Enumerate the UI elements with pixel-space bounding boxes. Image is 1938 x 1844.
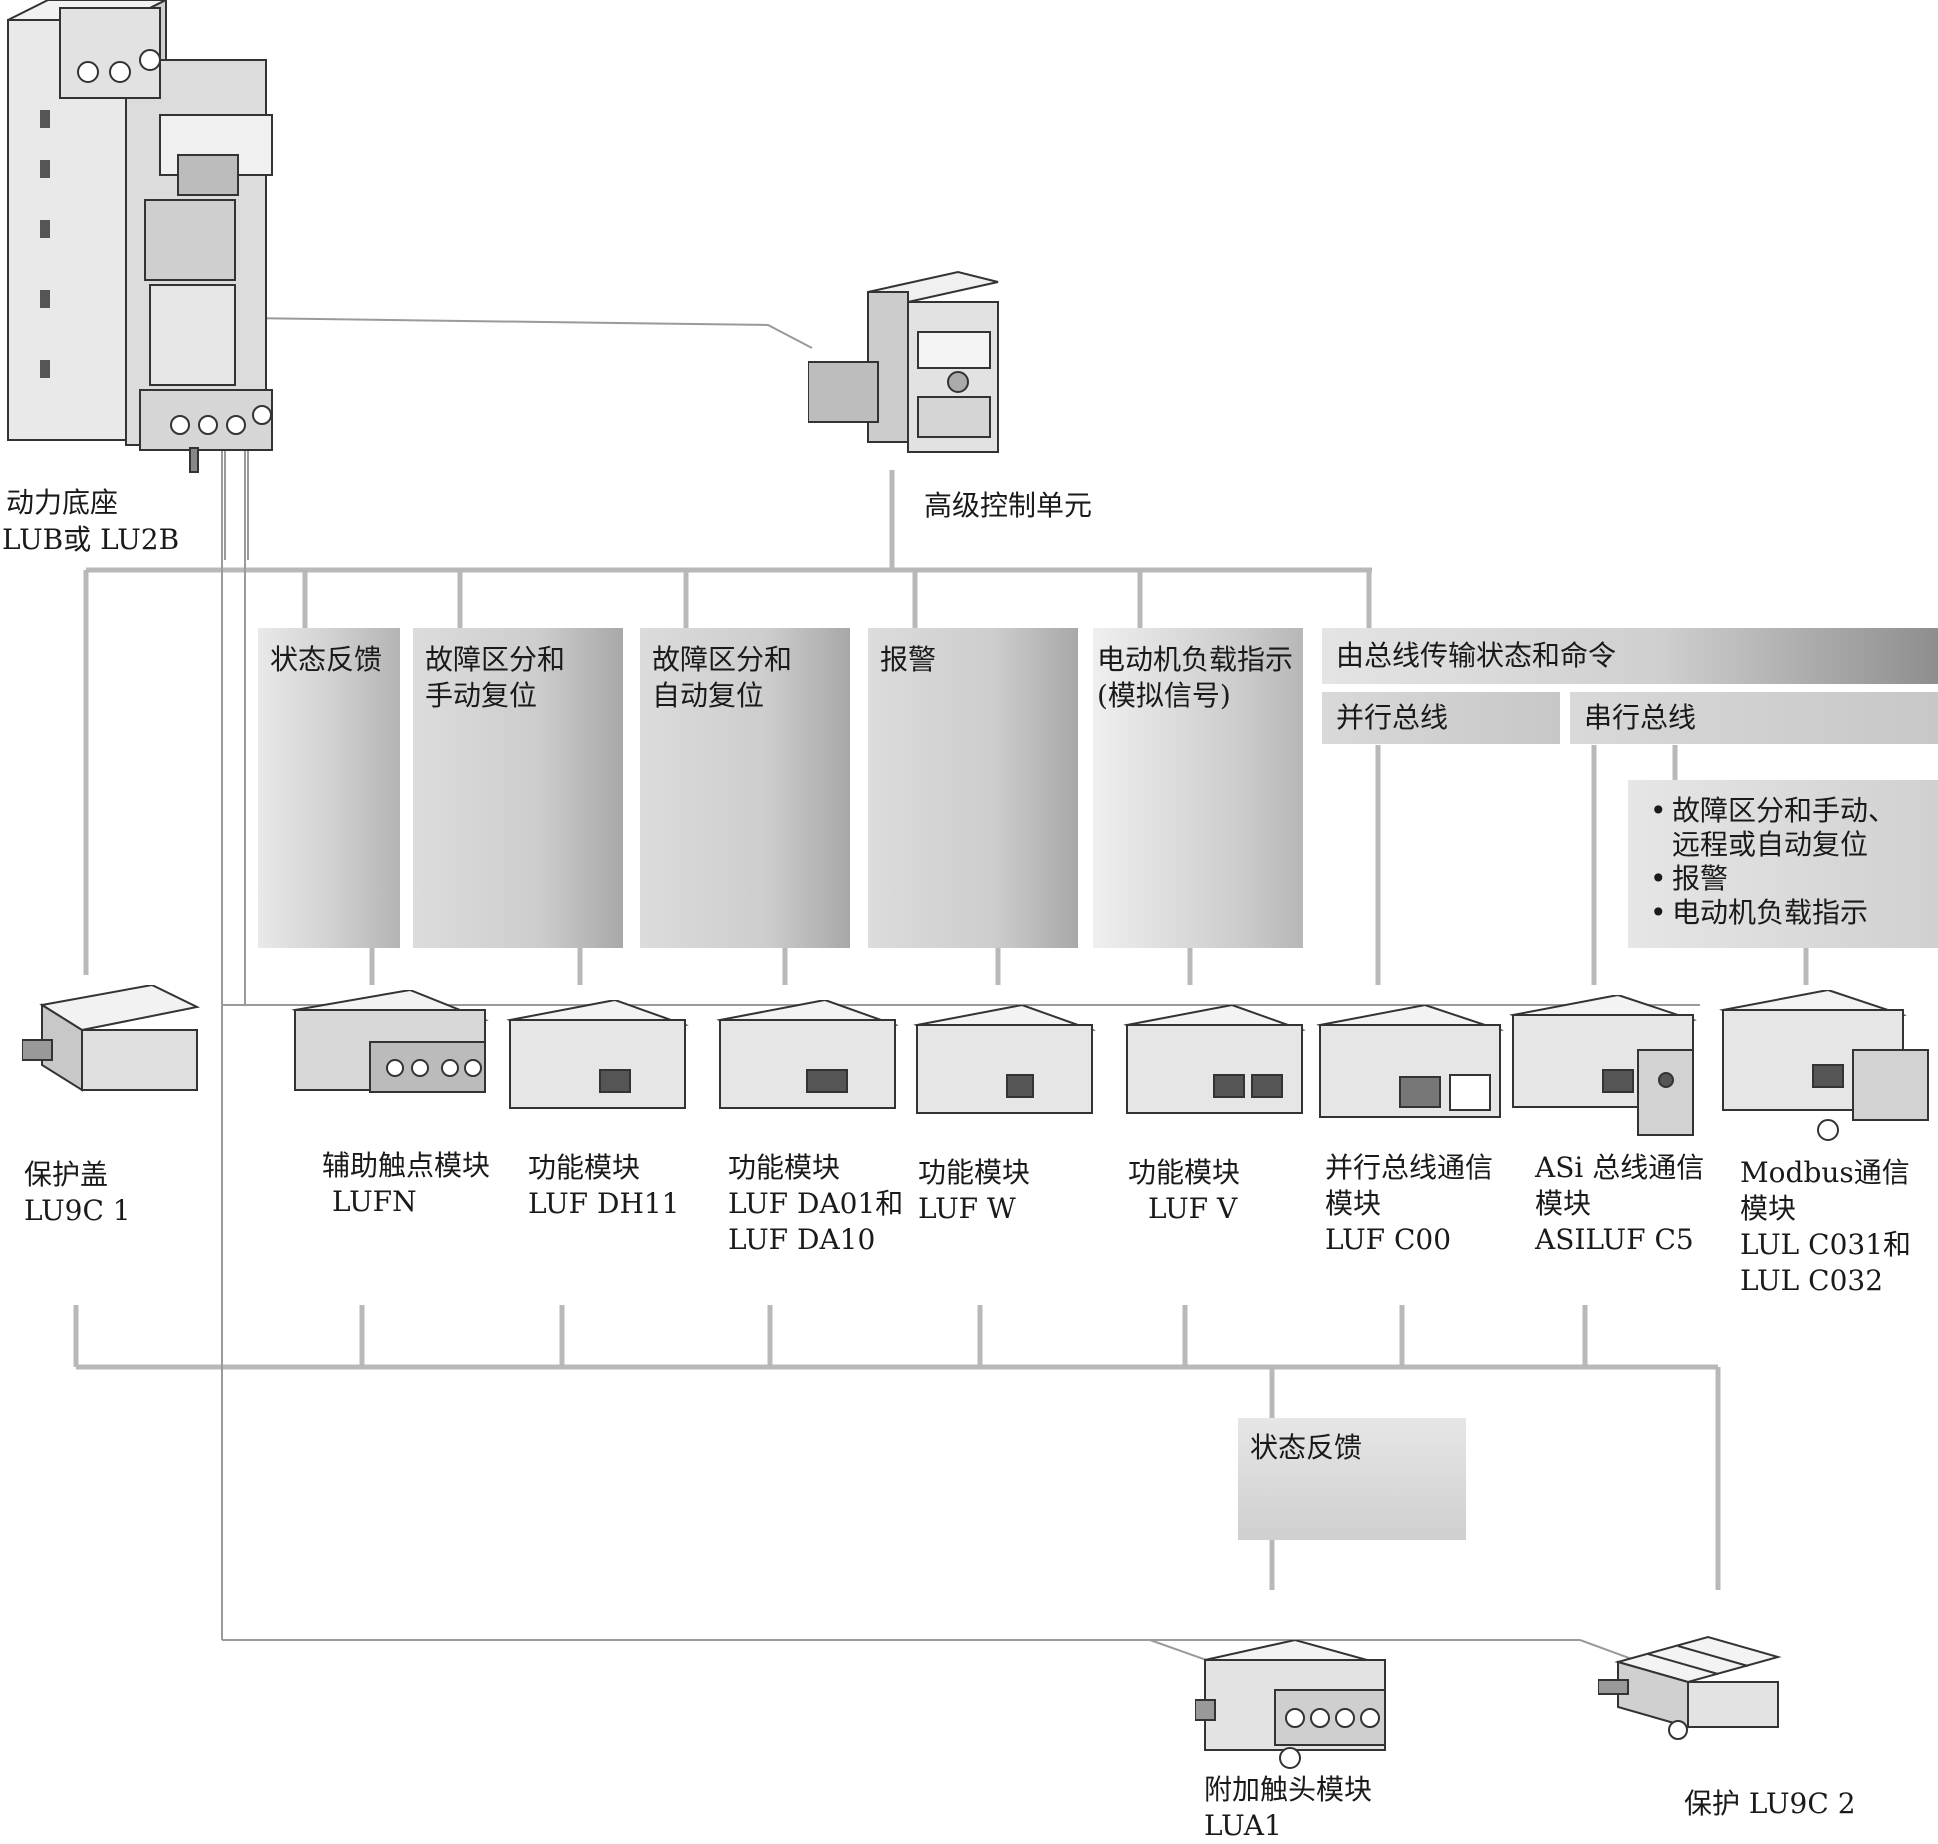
power-base-icon bbox=[7, 0, 273, 473]
power-base-name: 动力底座 bbox=[6, 486, 119, 519]
cover-lu9c1-icon bbox=[22, 985, 201, 1092]
function-box-status: 状态反馈 bbox=[258, 628, 400, 948]
function-box-alarm: 报警 bbox=[868, 628, 1078, 948]
asiluf-c5-icon bbox=[1509, 995, 1697, 1136]
function-box-motor-load: 电动机负载指示 (模拟信号) bbox=[1093, 628, 1303, 948]
feature-item: 报警 bbox=[1650, 862, 1922, 896]
luf-dh11-icon bbox=[506, 1000, 689, 1109]
control-unit-icon bbox=[808, 270, 999, 453]
function-box-fault-auto: 故障区分和 自动复位 bbox=[640, 628, 850, 948]
parallel-bus-label: 并行总线 bbox=[1322, 692, 1560, 744]
lower-status-box: 状态反馈 bbox=[1238, 1418, 1466, 1540]
power-base-model: LUB或 LU2B bbox=[2, 523, 180, 556]
control-unit-name: 高级控制单元 bbox=[924, 489, 1093, 522]
lua1-module-icon bbox=[1195, 1640, 1386, 1769]
feature-item: 故障区分和手动、远程或自动复位 bbox=[1650, 794, 1922, 862]
function-box-fault-manual: 故障区分和 手动复位 bbox=[413, 628, 623, 948]
luf-w-icon bbox=[913, 1005, 1096, 1114]
feature-item: 电动机负载指示 bbox=[1650, 896, 1922, 930]
serial-bus-label: 串行总线 bbox=[1570, 692, 1938, 744]
luf-da01-icon bbox=[716, 1000, 899, 1109]
lul-c031-icon bbox=[1719, 990, 1929, 1141]
luf-v-icon bbox=[1123, 1005, 1306, 1114]
luf-c00-icon bbox=[1316, 1005, 1504, 1118]
cover-lu9c2-label: 保护 LU9C 2 bbox=[1684, 1787, 1856, 1820]
cover-lu9c2-icon bbox=[1598, 1635, 1782, 1740]
lufn-module-icon bbox=[291, 990, 489, 1093]
bus-transfer-header: 由总线传输状态和命令 bbox=[1322, 628, 1938, 684]
serial-feature-list: 故障区分和手动、远程或自动复位 报警 电动机负载指示 bbox=[1628, 780, 1938, 948]
